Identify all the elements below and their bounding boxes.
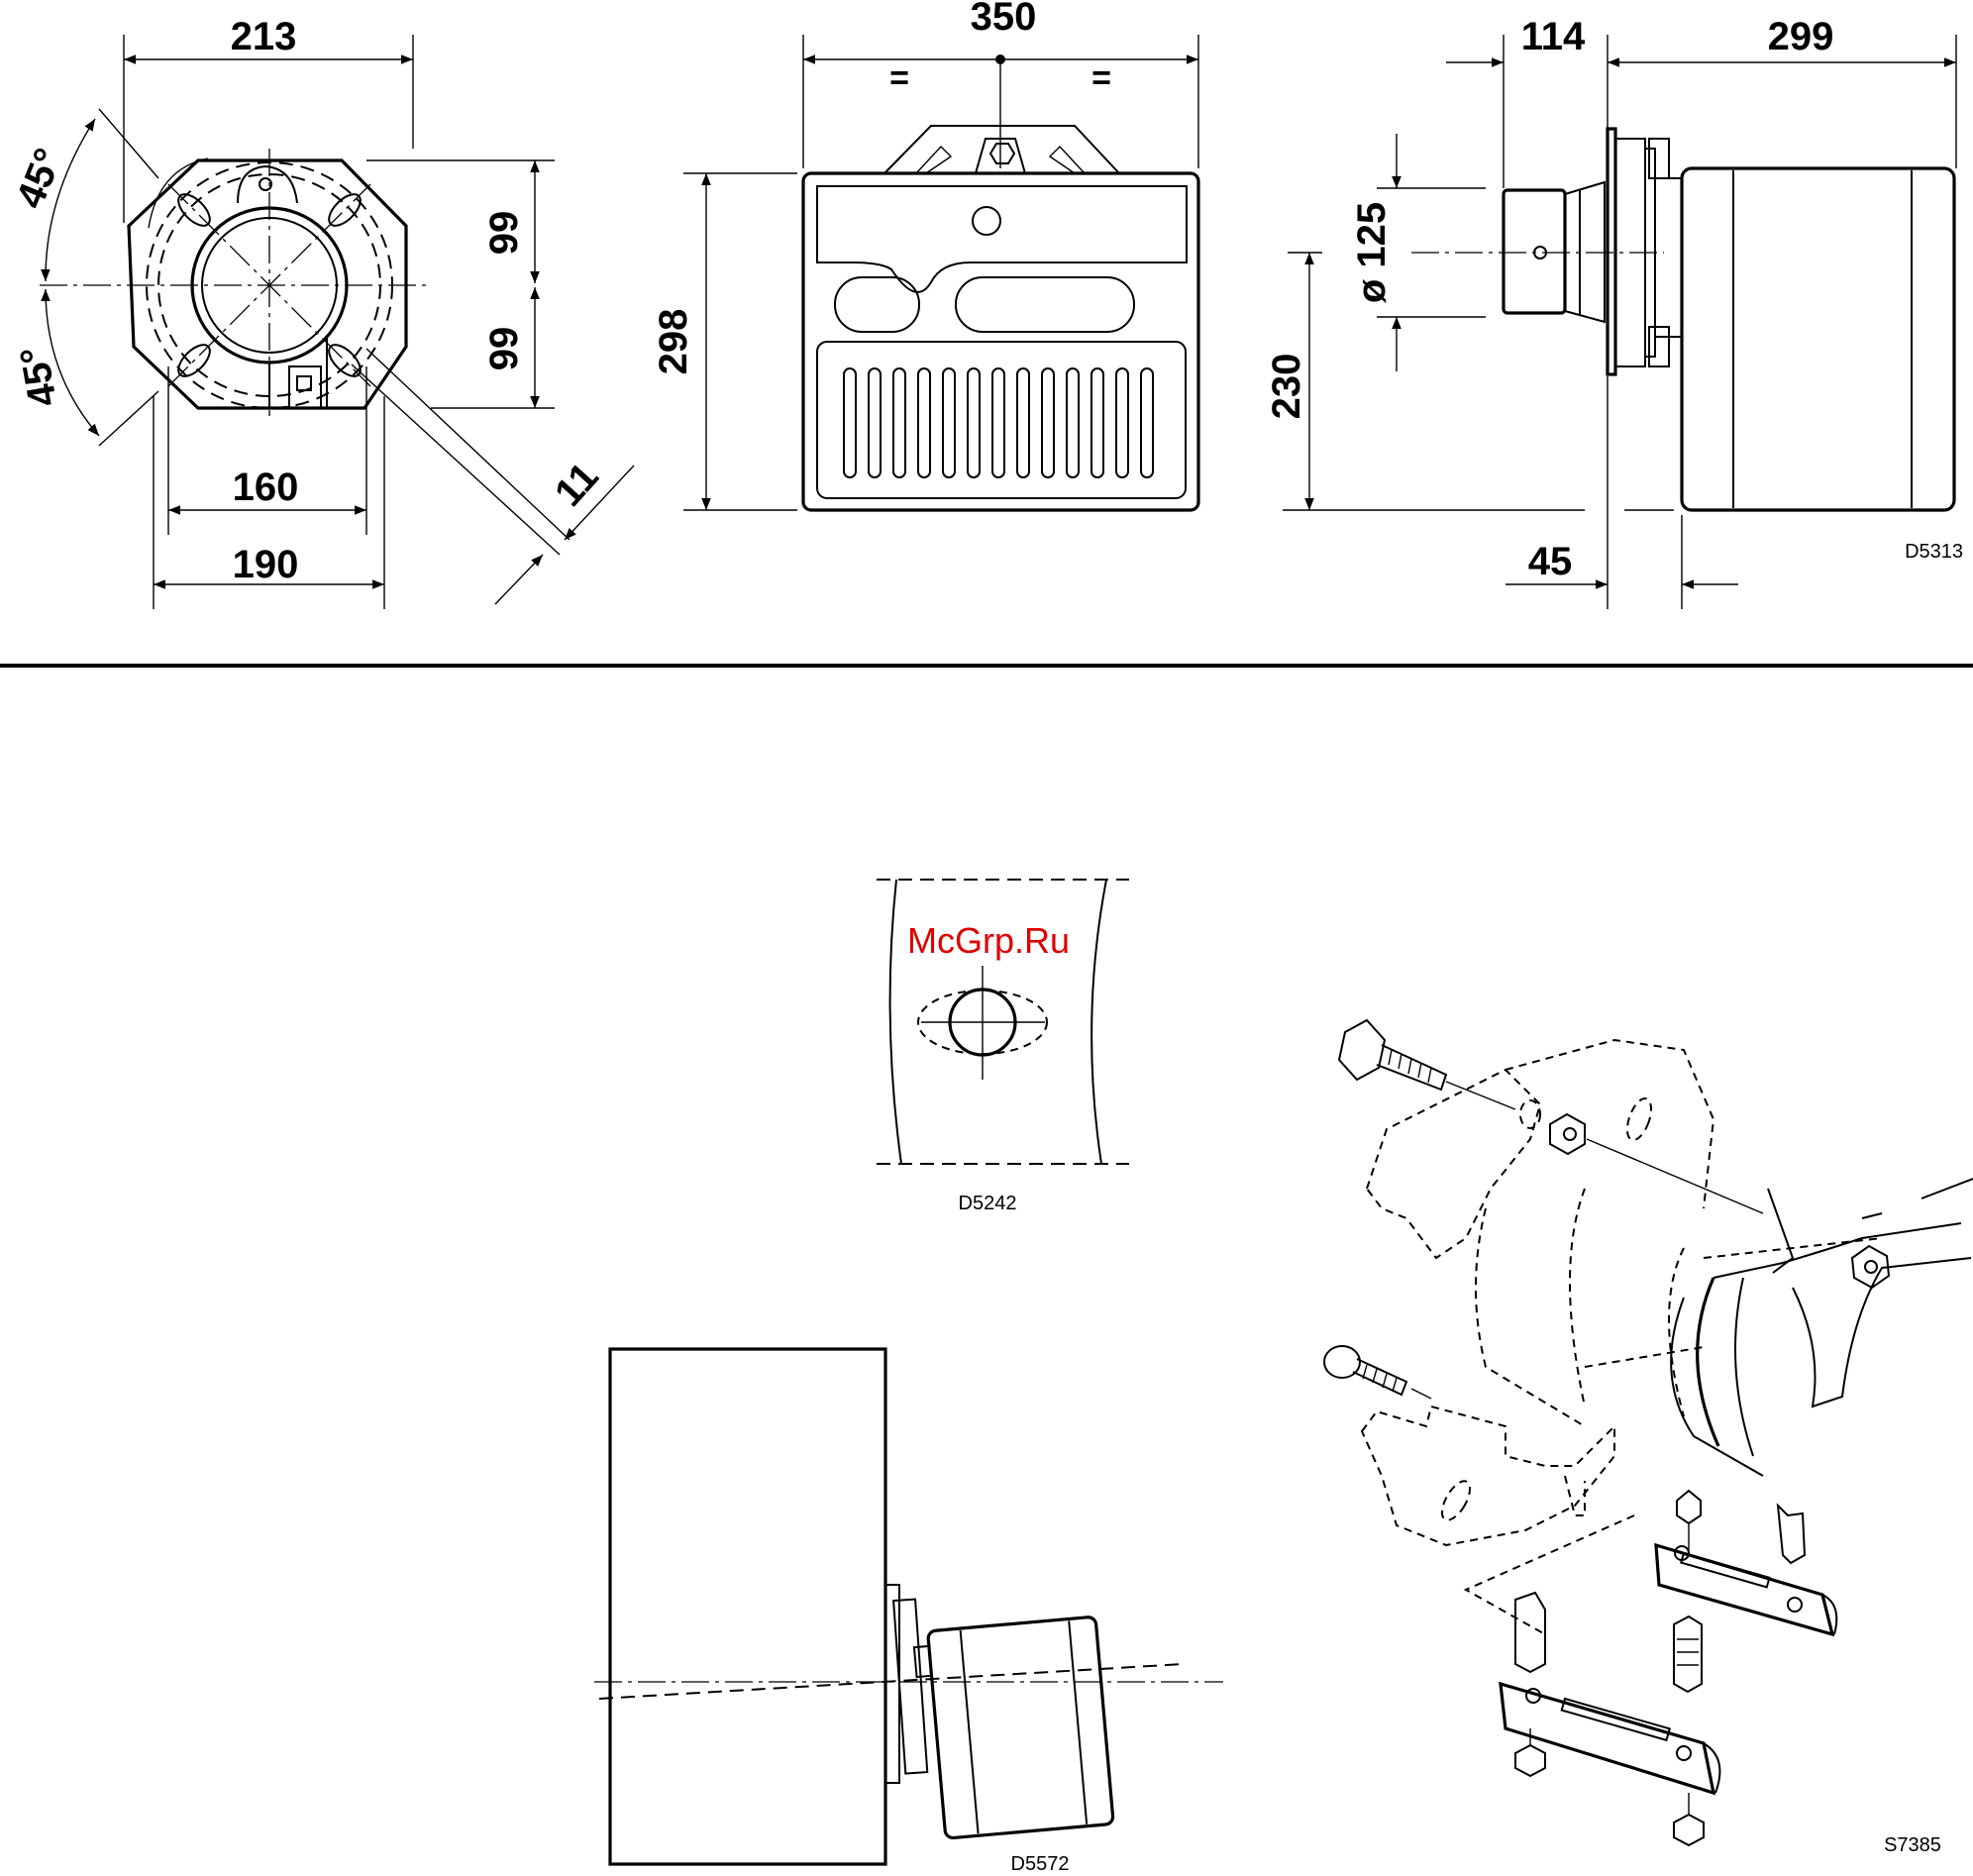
detail-tilt-view: D5572 [594,1349,1223,1875]
dim-299-label: 299 [1768,15,1834,58]
angle-45-lower-label: 45° [12,344,65,410]
dim-190-label: 190 [233,543,299,586]
vent-grille [844,368,1153,477]
watermark-label: McGrp.Ru [907,920,1070,961]
lower-bolt [1324,1346,1431,1399]
dim-114-label: 114 [1521,15,1586,58]
dim-160-label: 160 [233,466,299,509]
mounting-bar-lower [1501,1593,1719,1845]
mounting-bar-upper [1656,1491,1836,1634]
top-bolt [1339,1020,1515,1109]
top-view: 350 = = [652,0,1198,510]
dim-diameter-125-label: ø 125 [1350,202,1394,303]
detail-exploded-view: S7385 [1324,1020,1973,1856]
dim-11-label: 11 [547,455,607,515]
flange-outline [129,160,406,408]
dim-213-label: 213 [231,15,297,58]
dim-350-label: 350 [971,0,1037,39]
drawing-code-s7385: S7385 [1884,1834,1941,1856]
dim-230-label: 230 [1265,354,1308,420]
dim-99-upper-label: 99 [482,211,526,256]
drawing-code-d5313: D5313 [1905,541,1963,563]
front-view: 213 99 99 160 190 45° 45° 11 [8,15,634,609]
drawing-code-d5242: D5242 [959,1193,1017,1214]
side-view: 114 299 ø 125 230 [1265,15,1963,609]
equal-right-label: = [1091,59,1111,97]
dim-298-label: 298 [652,309,695,375]
drawing-code-d5572: D5572 [1011,1853,1070,1875]
equal-left-label: = [889,59,909,97]
sight-hole [973,207,1000,235]
boiler-outline [610,1349,885,1864]
dim-99-lower-label: 99 [482,327,526,371]
angle-45-upper-label: 45° [8,143,70,215]
motor-body [1682,168,1954,510]
dim-45-label: 45 [1528,540,1573,583]
